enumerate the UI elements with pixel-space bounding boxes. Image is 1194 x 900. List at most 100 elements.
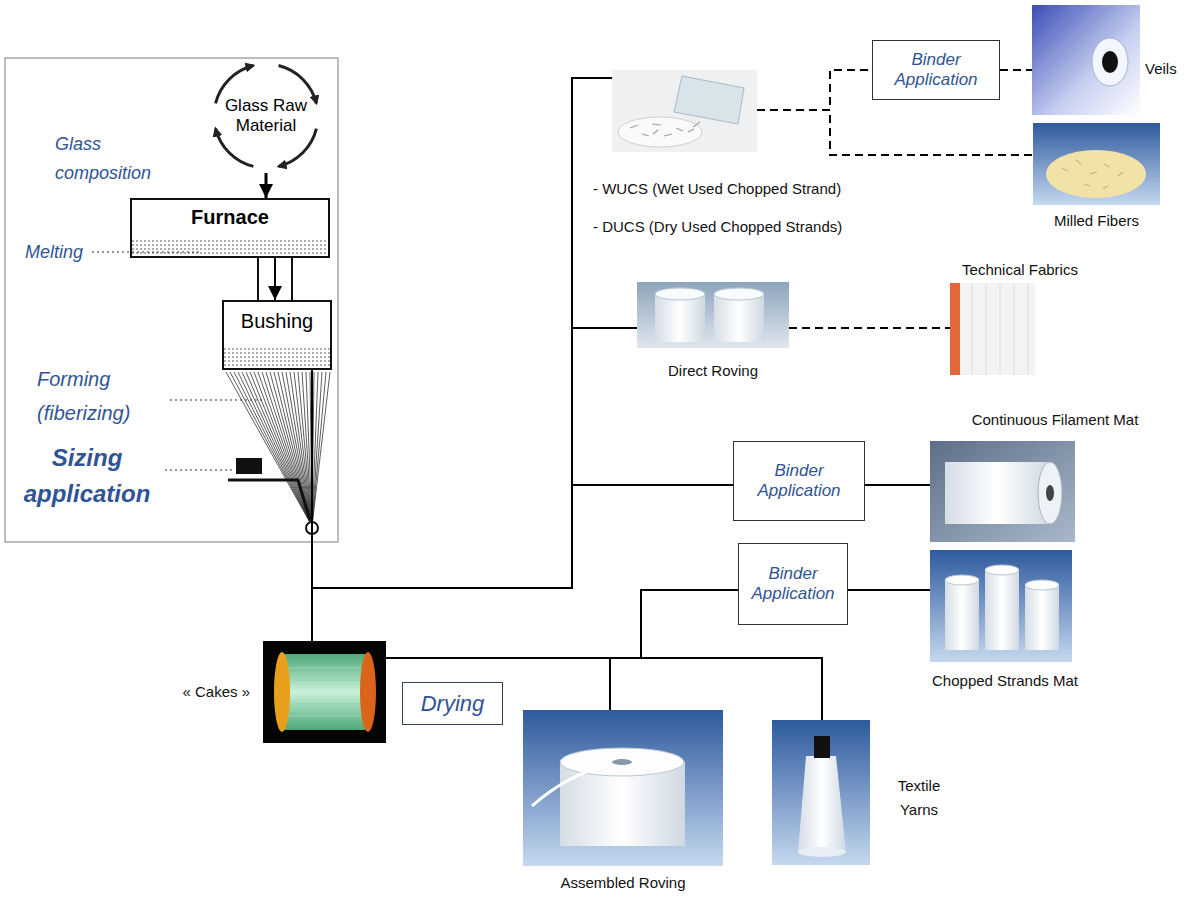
- photo-ground: [1032, 5, 1140, 115]
- raw-material-cycle: Glass Raw Material: [209, 59, 323, 173]
- cake-photo: [263, 641, 386, 743]
- caption-slot: Milled Fibers: [1033, 212, 1160, 230]
- caption-slot: Continuous Filament Mat: [950, 411, 1160, 429]
- melt-stipple: [131, 238, 329, 257]
- photo-caption: Milled Fibers: [1033, 212, 1160, 230]
- strand-pile: [618, 117, 702, 147]
- spool-body: [282, 654, 368, 730]
- product-photo: Continuous Filament Mat: [930, 441, 1075, 542]
- annotation-slot: Forming (fiberizing): [37, 362, 162, 430]
- flow-connector: [865, 484, 930, 486]
- photo-caption: Direct Roving: [637, 362, 789, 380]
- product-photo: « Cakes »: [263, 641, 386, 743]
- veil-photo: [1032, 5, 1140, 115]
- glass-jar: [674, 76, 744, 124]
- caption-slot: Chopped Strands Mat: [920, 672, 1090, 690]
- node-text: Glass Raw Material: [220, 96, 312, 135]
- caption-slot: Textile Yarns: [888, 774, 950, 822]
- cone-base: [798, 847, 846, 857]
- node-text: Furnace: [191, 206, 269, 229]
- leader-line: [165, 469, 233, 470]
- package-top: [560, 748, 684, 776]
- caption-slot: Assembled Roving: [523, 874, 723, 892]
- roll-core: [1046, 485, 1054, 501]
- product-photo: Veils: [1032, 5, 1140, 115]
- roll-end: [1038, 462, 1062, 524]
- photo-caption: - DUCS (Dry Used Chopped Strands): [593, 218, 913, 236]
- node-text: Bushing: [241, 310, 313, 333]
- product-photo: Textile Yarns: [772, 720, 870, 865]
- roll-end: [1025, 580, 1059, 590]
- product-photo: Chopped Strands Mat: [930, 550, 1072, 662]
- node-text: Drying: [421, 691, 485, 716]
- step-annotation: Sizing application: [12, 440, 162, 512]
- binder-box: Binder Application: [733, 441, 865, 521]
- photo-ground: [930, 441, 1075, 542]
- roll-end: [1092, 38, 1128, 86]
- photo-caption: Chopped Strands Mat: [920, 672, 1090, 690]
- filament-mat-photo: [930, 441, 1075, 542]
- flow-connector: [312, 328, 637, 588]
- bobbin-top: [655, 288, 705, 300]
- product-photo: Assembled Roving: [523, 710, 723, 866]
- annotation-slot: Melting: [25, 242, 115, 264]
- bushing-stipple: [223, 346, 331, 369]
- step-annotation: Melting: [25, 242, 115, 264]
- process-box: Bushing: [222, 300, 332, 370]
- chopped-strand-photo: [612, 70, 757, 152]
- flow-connector: [848, 589, 930, 591]
- spool-flange: [274, 652, 290, 732]
- roll-end: [985, 565, 1019, 575]
- node-text: Binder Application: [746, 564, 840, 603]
- bobbin: [655, 294, 705, 342]
- step-box: Drying: [402, 682, 503, 725]
- caption-slot: Technical Fabrics: [945, 261, 1095, 279]
- bobbin-top: [714, 288, 764, 300]
- caption-slot: - DUCS (Dry Used Chopped Strands): [593, 218, 913, 236]
- product-photo: - WUCS (Wet Used Chopped Strand)- DUCS (…: [612, 70, 757, 152]
- step-annotation: Forming (fiberizing): [37, 362, 162, 430]
- glass-filaments: [226, 372, 330, 526]
- flow-connector: [1000, 69, 1032, 71]
- product-photo: Technical Fabrics: [950, 283, 1035, 375]
- fabric-edge: [950, 283, 960, 375]
- bobbin: [714, 294, 764, 342]
- mat-roll: [945, 580, 979, 650]
- spool-flange: [360, 652, 376, 732]
- leader-line: [170, 399, 262, 400]
- photo-ground: [772, 720, 870, 865]
- annotation-slot: Sizing application: [12, 440, 162, 512]
- fabric-photo: [950, 283, 1035, 375]
- step-annotation: Glass composition: [55, 130, 185, 188]
- assembled-roving-photo: [523, 710, 723, 866]
- caption-slot: Direct Roving: [637, 362, 789, 380]
- photo-caption: « Cakes »: [150, 683, 250, 701]
- photo-caption: Continuous Filament Mat: [950, 411, 1160, 429]
- mat-roll: [945, 462, 1050, 524]
- flow-connector: [312, 78, 612, 588]
- furnace-neck: [291, 258, 293, 300]
- milled-fiber-photo: [1033, 123, 1160, 205]
- furnace-neck: [257, 258, 259, 300]
- fiber-texture: [1062, 160, 1123, 189]
- product-photo: Milled Fibers: [1033, 123, 1160, 205]
- spool-winding: [284, 668, 366, 716]
- flow-connector: [789, 327, 950, 329]
- caption-slot: - WUCS (Wet Used Chopped Strand): [593, 180, 913, 198]
- photo-caption: Textile Yarns: [888, 774, 950, 822]
- annotation-slot: Glass composition: [55, 130, 185, 188]
- direct-roving-photo: [637, 282, 789, 348]
- photo-ground: [637, 282, 789, 348]
- caption-slot: Veils: [1145, 60, 1190, 78]
- roll-end: [945, 575, 979, 585]
- binder-box: Binder Application: [872, 40, 1000, 100]
- caption-slot: « Cakes »: [150, 683, 250, 701]
- photo-caption: Technical Fabrics: [945, 261, 1095, 279]
- mat-roll: [985, 570, 1019, 650]
- package-core: [612, 759, 632, 765]
- sizing-applicator: [236, 458, 262, 474]
- photo-ground: [263, 641, 386, 743]
